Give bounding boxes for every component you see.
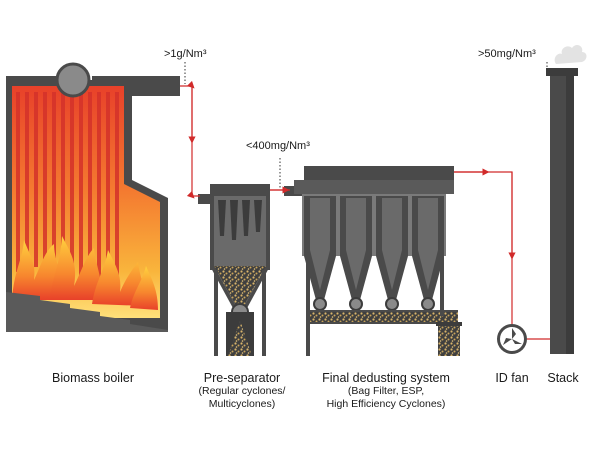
label-id-fan: ID fan [495,371,529,385]
dedusting-valves [313,297,435,311]
id-fan [497,324,527,354]
boiler-grate [6,292,168,332]
stack [546,45,587,354]
dedusting-hoppers [304,196,444,300]
dust-conveyor [306,312,458,322]
label-stack: Stack [547,371,579,385]
final-dedusting-system [284,166,462,356]
fan-blades [503,328,522,345]
flue-gas-flow [180,80,550,340]
preseparator-dust-pile [228,320,252,356]
dust-bin [438,324,460,356]
pre-separator-detail-2: Multicyclones) [208,397,276,410]
dedusting-detail-2: High Efficiency Cyclones) [326,397,446,410]
label-biomass-boiler: Biomass boiler [52,371,134,385]
dedusting-title: Final dedusting system [322,371,450,385]
pre-separator-title: Pre-separator [203,371,281,385]
biomass-boiler [6,62,180,332]
boiler-flames [12,236,158,310]
preseparator-inlet [198,194,212,204]
preseparator-hopper [214,266,266,306]
dedusting-detail-1: (Bag Filter, ESP, [347,385,425,397]
steam-drum [55,62,91,98]
dedusting-roof [304,166,454,180]
flow-boiler-to-preseparator [180,80,200,199]
label-final-dedusting-system: Final dedusting system (Bag Filter, ESP,… [306,371,466,410]
concentration-boiler-outlet: >1g/Nm³ [164,48,207,60]
concentration-preseparator-outlet: <400mg/Nm³ [246,140,310,152]
concentration-stack-outlet: >50mg/Nm³ [478,48,536,60]
pre-separator-detail-1: (Regular cyclones/ [198,385,286,397]
stack-smoke [554,45,587,64]
preseparator-cyclones [218,200,262,240]
pre-separator [198,184,270,356]
measurement-leaders [184,62,548,188]
flow-dedusting-to-fan [454,171,513,324]
boiler-tubes [16,92,119,292]
label-pre-separator: Pre-separator (Regular cyclones/ Multicy… [180,371,304,410]
